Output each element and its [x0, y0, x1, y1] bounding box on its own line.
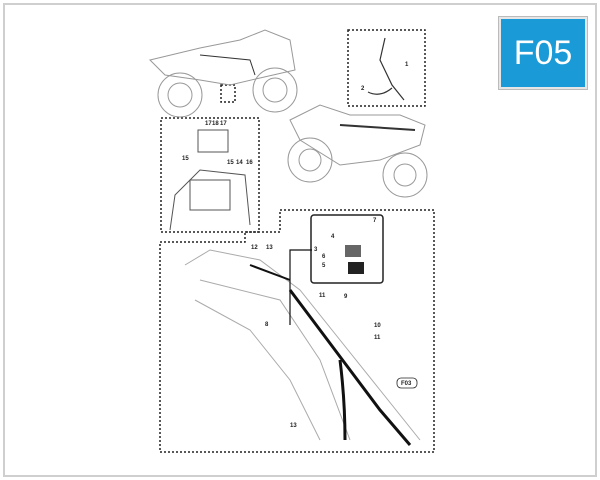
callout-5: 5	[322, 263, 326, 269]
motorcycle-sketch-top	[149, 29, 298, 118]
callout-9: 9	[344, 294, 348, 300]
callout-7: 7	[373, 218, 377, 224]
callout-12: 12	[251, 245, 258, 251]
callout-18: 18	[212, 121, 219, 127]
callout-11b: 11	[374, 335, 381, 341]
sensor-sketch	[367, 37, 405, 101]
frame-sketch	[184, 249, 421, 441]
diagram-frame	[3, 3, 597, 477]
callout-10: 10	[374, 323, 381, 329]
main-detail-box	[159, 209, 435, 453]
callout-16: 16	[246, 160, 253, 166]
sensor-detail-box	[347, 29, 426, 107]
callout-14: 14	[236, 160, 243, 166]
callout-17a: 17	[205, 121, 212, 127]
callout-6: 6	[322, 254, 326, 260]
wiring-harness	[249, 264, 412, 446]
callout-15a: 15	[182, 156, 189, 162]
top-bike-highlight	[220, 84, 236, 103]
callout-8: 8	[265, 322, 269, 328]
callout-17b: 17	[220, 121, 227, 127]
callout-11a: 11	[319, 293, 326, 299]
callout-1: 1	[405, 62, 409, 68]
callout-2: 2	[361, 86, 365, 92]
callout-3: 3	[314, 247, 318, 253]
svg-text:F03: F03	[401, 381, 412, 387]
fuse-box-sketch	[169, 129, 251, 231]
ref-f03-tag[interactable]: F03	[396, 377, 418, 389]
callout-13a: 13	[266, 245, 273, 251]
fuse-box-detail	[160, 117, 260, 233]
callout-4: 4	[331, 234, 335, 240]
callout-13b: 13	[290, 423, 297, 429]
motorcycle-sketch-right	[287, 104, 428, 198]
callout-15b: 15	[227, 160, 234, 166]
page-code-badge: F05	[499, 17, 587, 89]
